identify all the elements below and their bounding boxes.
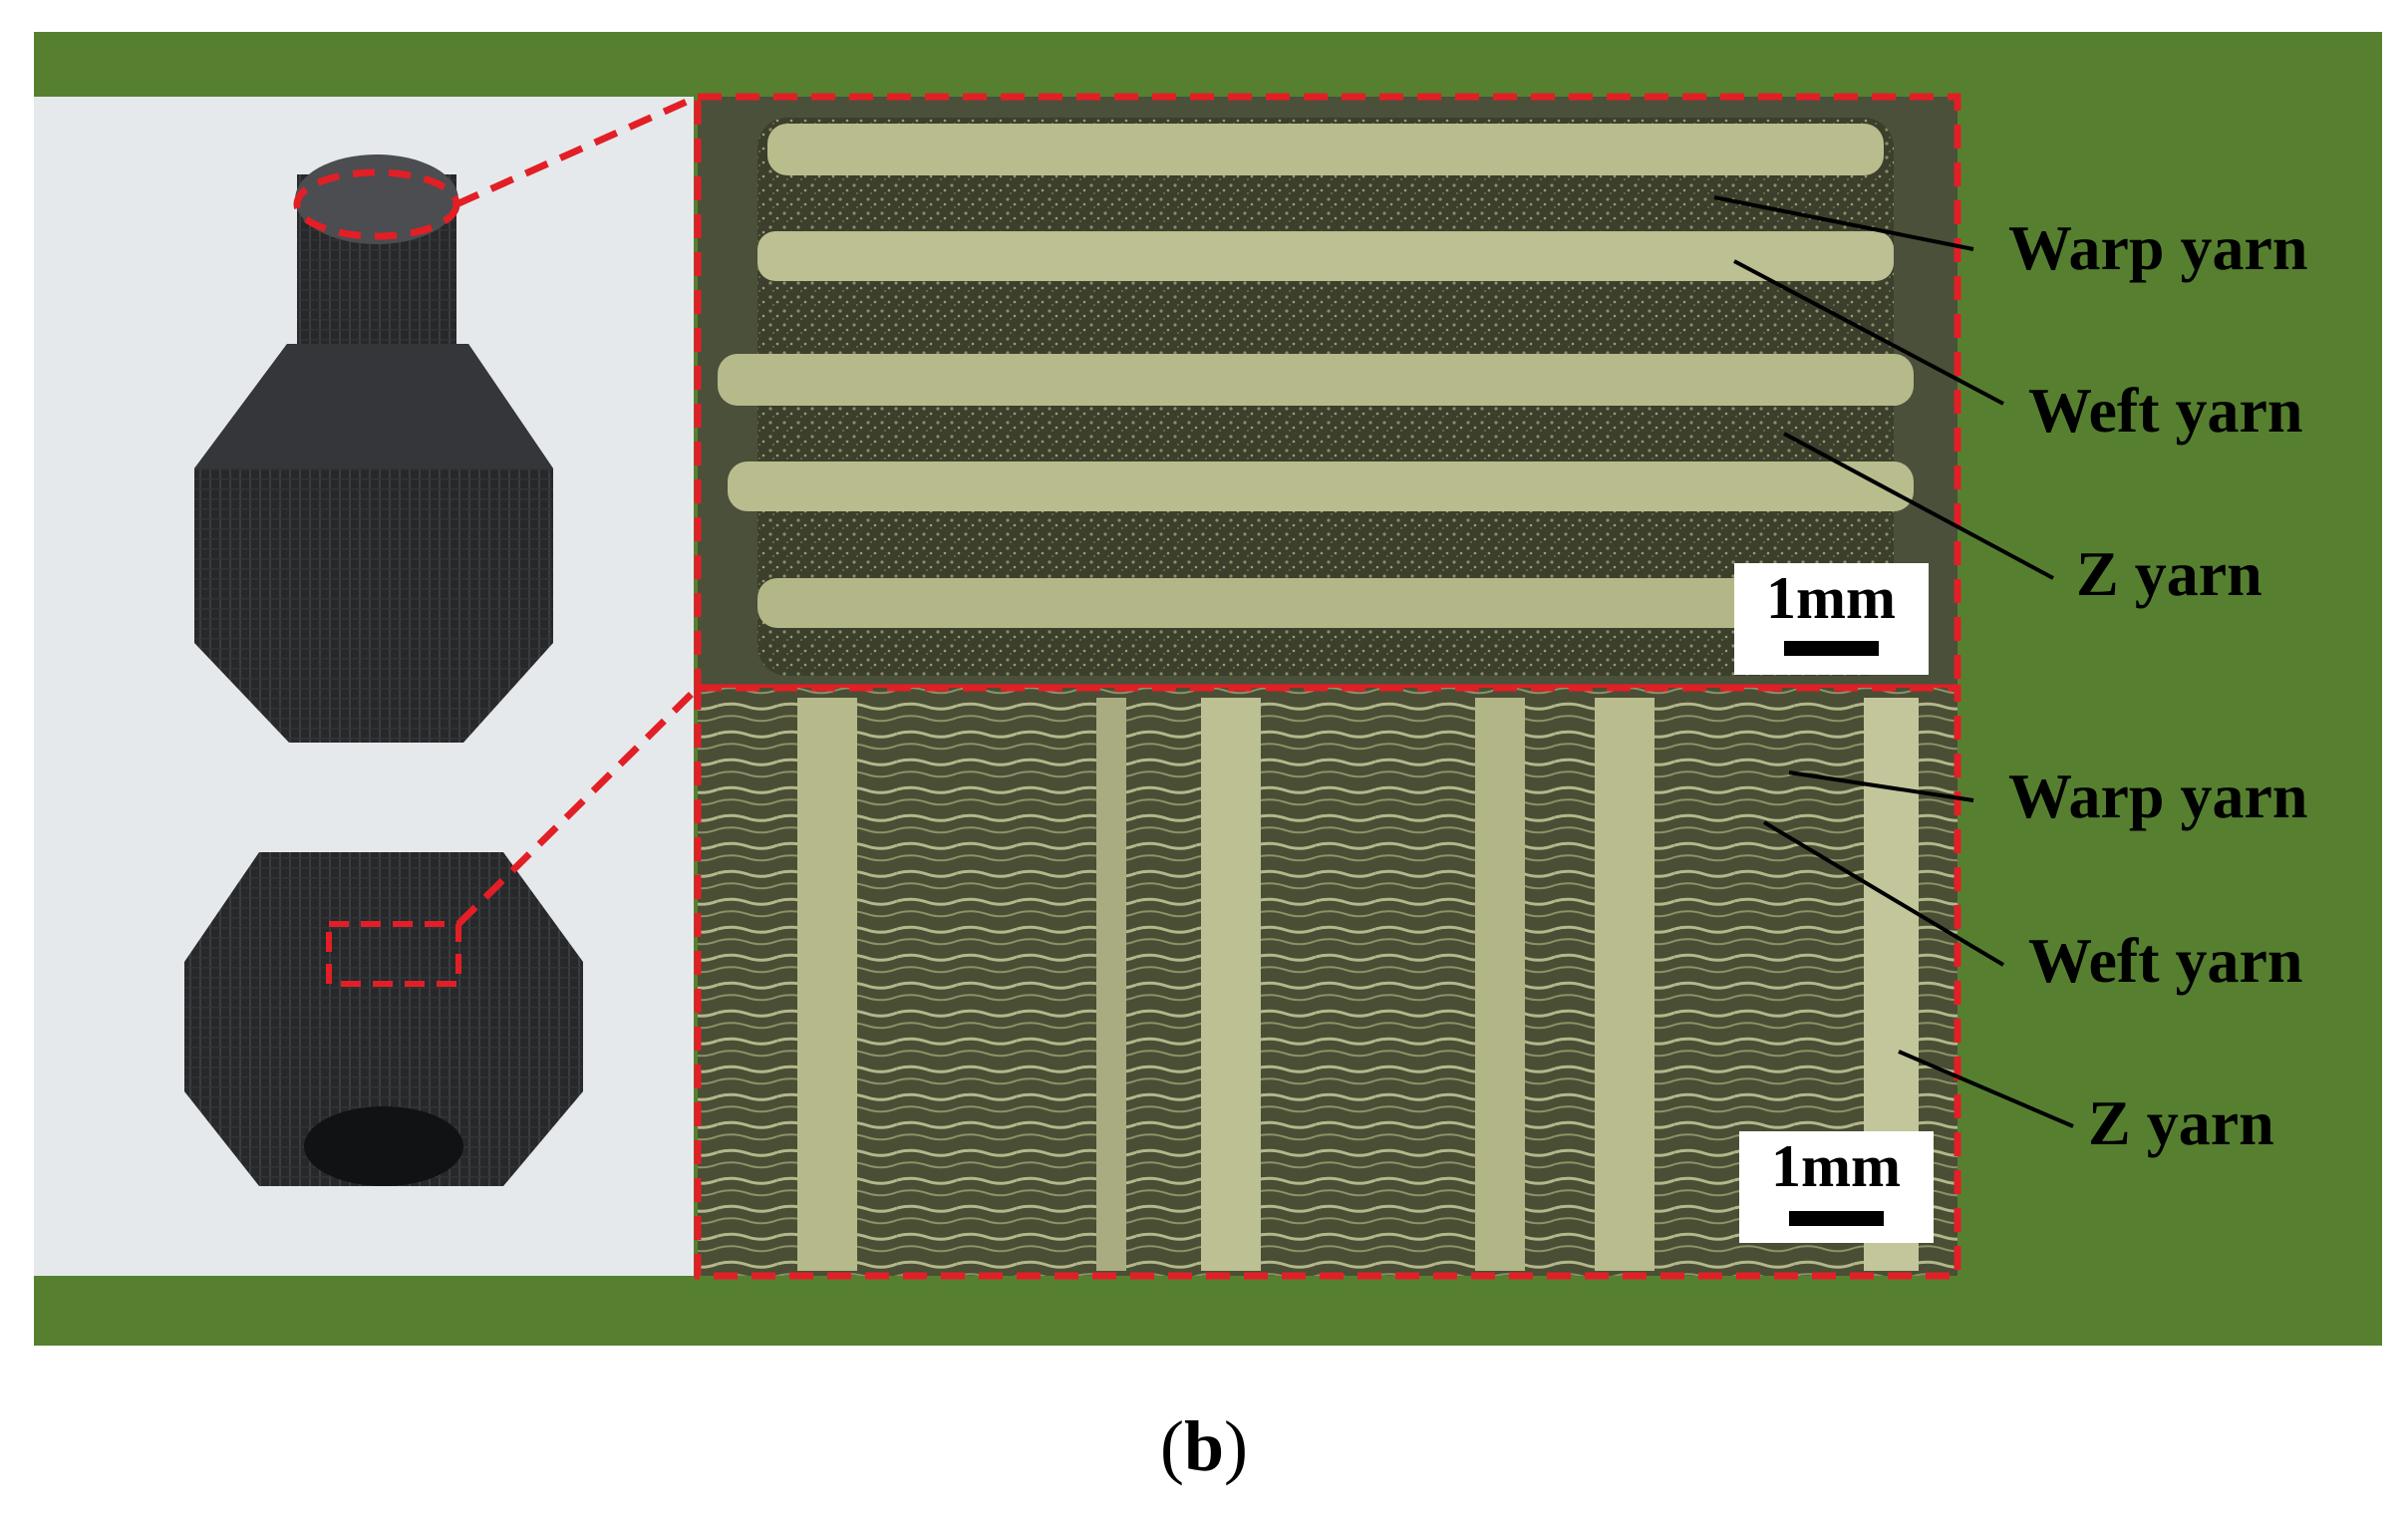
upper-weft-leader: [1733, 259, 2004, 406]
lower-z-leader: [1898, 1050, 2074, 1128]
lower-scale-bar: 1mm: [1739, 1131, 1934, 1243]
lower-warp-label: Warp yarn: [2008, 761, 2307, 831]
caption-close: ): [1224, 1406, 1248, 1486]
upper-scale-text: 1mm: [1766, 565, 1896, 631]
caption-letter: b: [1183, 1406, 1225, 1486]
connector-line-upper: [454, 93, 700, 208]
connector-line-lower: [455, 685, 701, 927]
upper-scale-bar: 1mm: [1734, 563, 1929, 675]
lower-scale-text: 1mm: [1771, 1133, 1901, 1199]
nut-photo: [184, 852, 583, 1186]
upper-z-leader: [1783, 432, 2054, 580]
lower-micrograph-outline: [694, 684, 1961, 1280]
bolt-photo: [194, 154, 553, 743]
upper-warp-leader: [1713, 195, 1974, 251]
caption-open: (: [1159, 1406, 1184, 1486]
panel-caption: (b): [0, 1405, 2408, 1488]
upper-weft-label: Weft yarn: [2028, 375, 2303, 446]
lower-warp-leader: [1788, 770, 1974, 802]
nut-zoom-rect: [326, 921, 461, 987]
lower-weft-label: Weft yarn: [2028, 925, 2303, 996]
lower-weft-leader: [1762, 820, 2005, 967]
upper-warp-label: Warp yarn: [2008, 212, 2307, 283]
lower-micrograph: [698, 688, 1957, 1276]
lower-z-label: Z yarn: [2088, 1087, 2274, 1158]
upper-z-label: Z yarn: [2076, 538, 2262, 609]
